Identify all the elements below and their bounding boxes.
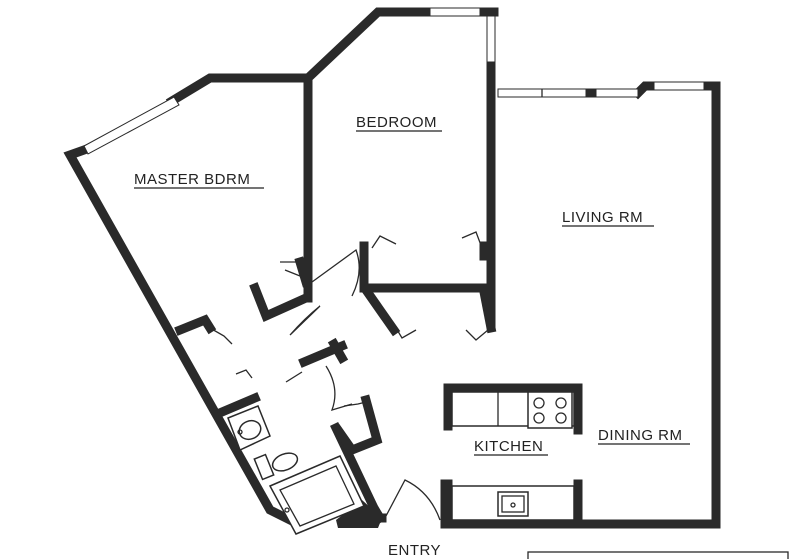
master-bedroom-north-wall — [165, 73, 313, 108]
bedroom-east-window — [486, 15, 496, 63]
master-bedroom-west-wall — [63, 144, 297, 527]
bedroom-closet-door-left — [371, 235, 397, 249]
hall-wall-end — [327, 337, 349, 365]
bath-fixtures — [227, 405, 366, 535]
kitchen-fixtures — [451, 391, 575, 521]
living-window-3 — [653, 81, 705, 91]
master-closet-wall — [249, 282, 312, 323]
room-labels: MASTER BDRM BEDROOM LIVING RM KITCHEN DI… — [134, 114, 690, 559]
burner-4 — [555, 412, 567, 424]
entry-label: ENTRY — [388, 542, 441, 559]
burner-1 — [533, 397, 545, 409]
bedroom-door-swing — [289, 305, 321, 336]
stove — [527, 391, 573, 429]
master-window — [83, 96, 180, 155]
bath-wall-corner — [336, 500, 382, 528]
living-north-wall-b — [631, 81, 659, 100]
legend-box — [527, 551, 789, 559]
bedroom-closet-door-right — [461, 231, 483, 249]
bathtub-inner — [279, 465, 355, 527]
bedroom-north-window — [429, 7, 481, 17]
living-room-label: LIVING RM — [562, 209, 643, 226]
toilet-bowl — [271, 452, 299, 472]
living-window-2 — [595, 88, 639, 98]
entry-closet-wall — [331, 394, 383, 456]
entry-closet-door — [343, 401, 367, 407]
toilet-tank — [253, 453, 275, 481]
kitchen-upper-wall — [443, 383, 583, 435]
bath-door-swing — [325, 365, 353, 411]
master-linen-door — [209, 327, 233, 345]
burner-2 — [555, 397, 567, 409]
kitchen-label: KITCHEN — [474, 438, 543, 455]
dining-room-label: DINING RM — [598, 427, 683, 444]
hall-closet-jamb — [478, 286, 497, 334]
master-closet-jamb — [294, 256, 312, 288]
bedroom-north-wall — [301, 7, 435, 85]
master-closet-door — [280, 261, 301, 277]
bath-north-wall — [216, 392, 261, 418]
master-bedroom-label: MASTER BDRM — [134, 171, 250, 188]
bedroom-label: BEDROOM — [356, 114, 437, 131]
hall-door-leaf — [285, 371, 303, 383]
hall-closet-door-left — [395, 327, 417, 339]
entry-door-swing — [385, 479, 441, 521]
hall-closet-wall — [359, 283, 401, 337]
bedroom-closet-wall — [359, 241, 496, 293]
master-bath-door — [235, 369, 253, 379]
door-swings — [209, 231, 489, 521]
burner-3 — [533, 412, 545, 424]
master-door-swing — [311, 248, 360, 297]
windows — [83, 7, 705, 155]
hall-closet-door-right — [465, 329, 489, 341]
master-linen-wall — [174, 314, 217, 336]
